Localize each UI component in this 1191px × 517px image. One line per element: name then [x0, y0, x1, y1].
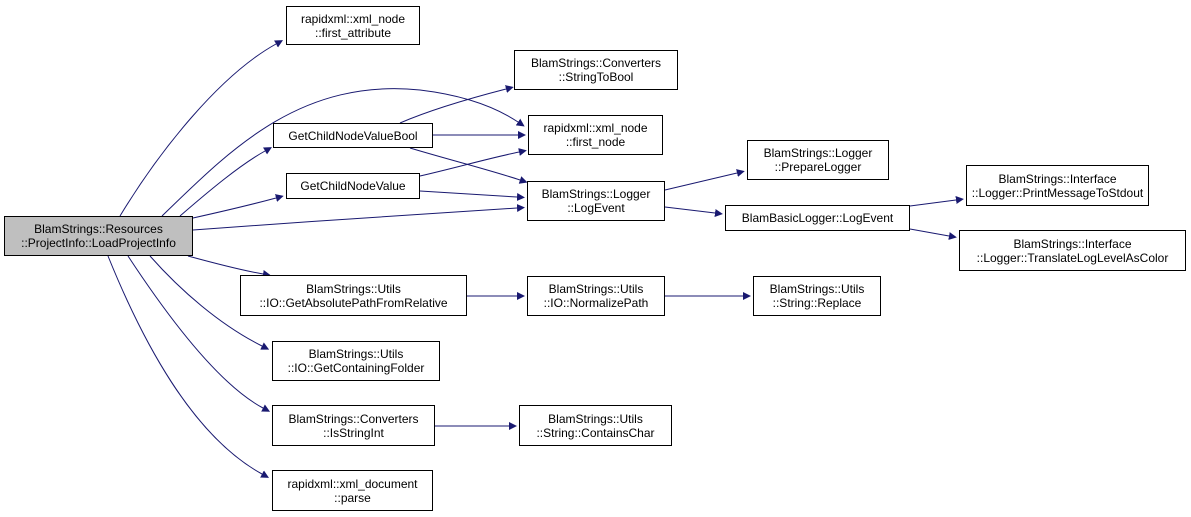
edge-basic-logger-log-event-to-translate-log-level-as-color — [909, 228, 957, 240]
node-print-message-to-stdout[interactable]: BlamStrings::Interface::Logger::PrintMes… — [966, 165, 1149, 206]
edge-load-project-info-to-parse — [107, 255, 270, 478]
node-get-child-node-value[interactable]: GetChildNodeValue — [286, 173, 420, 199]
node-label-line: ::IO::GetAbsolutePathFromRelative — [259, 295, 448, 310]
node-basic-logger-log-event[interactable]: BlamBasicLogger::LogEvent — [725, 205, 910, 231]
node-label-line: ::String::Replace — [772, 296, 862, 310]
node-label-line: rapidxml::xml_document — [287, 476, 418, 491]
node-label-line: ::IsStringInt — [323, 425, 384, 440]
edge-load-project-info-to-get-containing-folder — [149, 255, 270, 350]
node-label-line: BlamStrings::Utils — [548, 411, 643, 426]
node-first-node[interactable]: rapidxml::xml_node::first_node — [528, 115, 663, 155]
node-is-string-int[interactable]: BlamStrings::Converters::IsStringInt — [272, 405, 435, 446]
node-label-line: ::IO::NormalizePath — [543, 296, 649, 310]
node-contains-char[interactable]: BlamStrings::Utils::String::ContainsChar — [519, 405, 672, 446]
node-label-line: ::Logger::TranslateLogLevelAsColor — [976, 250, 1169, 265]
node-label-line: ::first_node — [565, 135, 626, 149]
node-normalize-path[interactable]: BlamStrings::Utils::IO::NormalizePath — [527, 276, 665, 316]
edge-load-project-info-to-get-child-node-value-bool — [179, 147, 272, 217]
node-label-line: BlamStrings::Logger — [763, 146, 873, 160]
edge-load-project-info-to-get-child-node-value — [192, 194, 284, 219]
edge-get-child-node-value-bool-to-string-to-bool — [399, 85, 514, 124]
node-label-line: BlamStrings::Utils — [308, 347, 404, 361]
node-label-line: ::IO::GetContainingFolder — [287, 361, 425, 375]
edge-load-project-info-to-first-attribute — [119, 40, 283, 217]
edge-logger-log-event-to-prepare-logger — [664, 169, 745, 191]
node-string-replace[interactable]: BlamStrings::Utils::String::Replace — [753, 276, 881, 316]
node-first-attribute[interactable]: rapidxml::xml_node::first_attribute — [286, 6, 420, 45]
node-label-line: BlamStrings::Converters — [288, 411, 419, 426]
node-label-line: ::PrepareLogger — [774, 160, 862, 174]
node-prepare-logger[interactable]: BlamStrings::Logger::PrepareLogger — [747, 140, 889, 180]
node-label-line: BlamStrings::Converters — [530, 56, 662, 70]
node-get-child-node-value-bool[interactable]: GetChildNodeValueBool — [273, 123, 433, 148]
node-string-to-bool[interactable]: BlamStrings::Converters::StringToBool — [514, 50, 678, 90]
node-label-line: ::LogEvent — [567, 201, 625, 215]
node-label-line: rapidxml::xml_node — [543, 121, 648, 135]
edge-load-project-info-to-first-node — [161, 88, 525, 217]
node-label-line: GetChildNodeValue — [300, 179, 406, 193]
edge-logger-log-event-to-basic-logger-log-event — [664, 206, 723, 217]
node-label-line: BlamStrings::Utils — [306, 281, 401, 296]
edge-load-project-info-to-get-absolute-path-from-relative — [187, 255, 271, 278]
node-label-line: BlamStrings::Utils — [548, 282, 644, 296]
node-label-line: BlamBasicLogger::LogEvent — [741, 211, 894, 225]
edge-load-project-info-to-logger-log-event — [192, 204, 525, 231]
node-label-line: BlamStrings::Resources — [34, 222, 163, 236]
edge-get-child-node-value-bool-to-logger-log-event — [409, 147, 528, 184]
node-get-absolute-path-from-relative[interactable]: BlamStrings::Utils::IO::GetAbsolutePathF… — [240, 275, 467, 316]
node-label-line: ::StringToBool — [558, 70, 634, 84]
node-translate-log-level-as-color[interactable]: BlamStrings::Interface::Logger::Translat… — [959, 230, 1186, 271]
node-label-line: ::ProjectInfo::LoadProjectInfo — [21, 236, 176, 250]
node-label-line: BlamStrings::Interface — [1013, 236, 1132, 251]
node-parse[interactable]: rapidxml::xml_document::parse — [272, 470, 433, 511]
node-load-project-info: BlamStrings::Resources::ProjectInfo::Loa… — [4, 216, 193, 256]
node-label-line: BlamStrings::Utils — [769, 282, 865, 296]
node-label-line: rapidxml::xml_node — [300, 11, 406, 26]
edge-get-child-node-value-to-first-node — [419, 148, 527, 177]
node-label-line: ::Logger::PrintMessageToStdout — [971, 185, 1144, 200]
node-label-line: ::first_attribute — [314, 25, 392, 40]
node-label-line: ::parse — [334, 490, 371, 505]
node-label-line: BlamStrings::Logger — [541, 187, 651, 201]
node-get-containing-folder[interactable]: BlamStrings::Utils::IO::GetContainingFol… — [272, 341, 440, 381]
node-label-line: GetChildNodeValueBool — [288, 128, 418, 143]
edge-get-child-node-value-to-logger-log-event — [419, 190, 525, 201]
edge-basic-logger-log-event-to-print-message-to-stdout — [909, 196, 964, 207]
edge-load-project-info-to-is-string-int — [127, 255, 271, 412]
node-label-line: ::String::ContainsChar — [536, 425, 655, 440]
node-label-line: BlamStrings::Interface — [998, 171, 1117, 186]
node-logger-log-event[interactable]: BlamStrings::Logger::LogEvent — [527, 181, 665, 221]
